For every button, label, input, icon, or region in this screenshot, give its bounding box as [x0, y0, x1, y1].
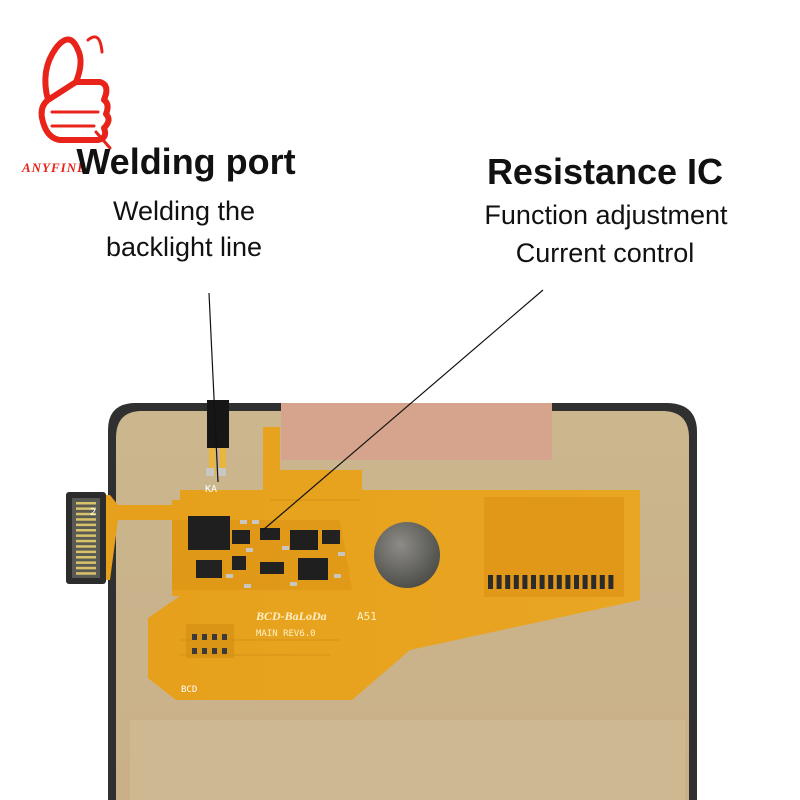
smd-part	[226, 574, 233, 578]
smd-part	[252, 520, 259, 524]
pcb-label-bcd: BCD	[181, 685, 197, 695]
contact-pin	[608, 575, 614, 589]
connector-pin	[76, 539, 96, 543]
test-pad	[192, 634, 197, 640]
contact-pin	[513, 575, 519, 589]
contact-pin	[531, 575, 536, 589]
test-pad	[192, 648, 197, 654]
contact-pin	[591, 575, 597, 589]
thumbs-up-icon	[38, 35, 112, 150]
welding-port-desc-line2: backlight line	[105, 232, 263, 262]
contact-pin	[522, 575, 528, 589]
connector-pin	[76, 518, 96, 521]
contact-row	[484, 497, 624, 597]
test-pad	[222, 634, 227, 640]
smd-part	[282, 546, 289, 550]
contact-pin	[539, 575, 545, 589]
resistance-ic-cluster	[188, 516, 345, 588]
resistance-ic-title: Resistance IC	[486, 151, 724, 192]
test-pad	[212, 634, 217, 640]
pcb-label-connector: 2	[90, 507, 96, 518]
resistance-ic-leader	[262, 289, 544, 531]
connector-pin	[76, 572, 96, 575]
connector-pin	[76, 507, 96, 510]
contact-pin	[599, 575, 605, 589]
contact-pin	[488, 575, 493, 589]
test-pad	[212, 648, 217, 654]
pcb-label-revision: MAIN REV6.0	[256, 629, 316, 639]
contact-pin	[548, 575, 554, 589]
smd-part	[240, 520, 247, 524]
logo-brand-text: ANYFINE	[22, 160, 87, 175]
connector-pin	[76, 556, 96, 559]
test-pad	[202, 648, 207, 654]
connector-pin	[76, 545, 96, 548]
connector-pin	[76, 566, 96, 570]
smd-part	[246, 548, 253, 552]
smd-part	[290, 582, 297, 586]
contact-pin	[565, 575, 571, 589]
connector-pin	[76, 561, 96, 564]
board-connector	[66, 492, 106, 584]
connector-pin	[76, 550, 96, 554]
test-pads	[186, 624, 234, 658]
contact-pin	[574, 575, 579, 589]
contact-pin	[582, 575, 588, 589]
round-component	[374, 522, 440, 588]
contact-pin	[556, 575, 562, 589]
pcb-label-ka: KA	[205, 484, 217, 495]
connector-pin	[76, 534, 96, 537]
smd-part	[334, 574, 341, 578]
test-pad	[202, 634, 207, 640]
welding-port-leader	[208, 292, 219, 483]
welding-port-desc-line1: Welding the	[112, 196, 256, 226]
pcb-label-model: A51	[357, 610, 377, 623]
connector-pin	[76, 523, 96, 527]
connector-pin	[76, 502, 96, 505]
resistance-ic-desc-line1: Function adjustment	[484, 200, 728, 230]
smd-part	[338, 552, 345, 556]
contact-pin	[505, 575, 511, 589]
contact-pin	[496, 575, 502, 589]
test-pad	[222, 648, 227, 654]
connector-pin	[76, 529, 96, 532]
resistance-ic-desc-line2: Current control	[515, 238, 695, 268]
welding-port	[206, 400, 229, 476]
connector-pin	[76, 512, 96, 516]
welding-port-title: Welding port	[76, 141, 296, 182]
smd-part	[244, 584, 251, 588]
pcb-label-brand: BCD-BaLoDa	[255, 609, 327, 623]
